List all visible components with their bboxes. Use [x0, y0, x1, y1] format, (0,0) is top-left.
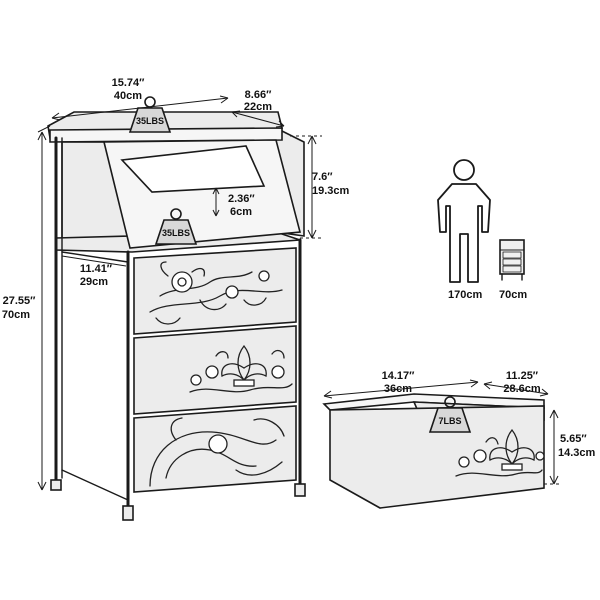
weight-badge-middle: 35LBS: [154, 208, 198, 245]
weight-badge-top: 35LBS: [128, 96, 172, 133]
front-panel-cutout: [120, 145, 266, 193]
weight-label-drawer: 7LBS: [438, 416, 461, 426]
drawer-height-in-label: 5.65″: [560, 433, 587, 445]
person-silhouette-icon: [437, 159, 491, 283]
drawer-width-cm-label: 36cm: [384, 383, 412, 395]
open-gap-in-label: 7.6″: [312, 171, 333, 183]
dim-rail: 2.36″ 6cm: [212, 187, 255, 218]
drawer-width-in-label: 14.17″: [382, 370, 416, 382]
foot-front: [122, 505, 134, 521]
dim-shelf-depth: 11.41″ 29cm: [61, 255, 127, 288]
dim-drawer-depth: 11.25″ 28.6cm: [483, 370, 549, 397]
mini-cabinet-icon: [499, 239, 525, 281]
foot-left: [50, 479, 62, 491]
fleur-de-lis-ornament-drawer-2: [189, 344, 293, 393]
shelf-depth-in-label: 11.41″: [80, 263, 113, 275]
drawer-height-cm-label: 14.3cm: [558, 447, 596, 459]
width-in-label: 15.74″: [112, 77, 146, 89]
dim-drawer-height: 5.65″ 14.3cm: [544, 409, 596, 485]
drawer-depth-in-label: 11.25″: [506, 370, 539, 382]
drawer-detail: [322, 393, 545, 509]
width-cm-label: 40cm: [114, 90, 142, 102]
dim-height: 27.55″ 70cm: [2, 125, 51, 491]
weight-label-middle: 35LBS: [162, 228, 190, 238]
shelf-depth-cm-label: 29cm: [80, 276, 108, 288]
height-in-label: 27.55″: [3, 295, 37, 307]
dim-drawer-width: 14.17″ 36cm: [323, 370, 479, 399]
cabinet-top-edge: [49, 127, 283, 143]
height-cm-label: 70cm: [2, 309, 30, 321]
person-height-label: 170cm: [448, 289, 482, 301]
foot-right: [294, 483, 306, 497]
fleur-de-lis-ornament-drawer-detail: [455, 428, 545, 477]
rail-cm-label: 6cm: [230, 206, 252, 218]
cabinet: [47, 111, 306, 521]
floral-ornament-drawer-1: [149, 261, 283, 325]
drawer-front-face: [329, 405, 545, 509]
dim-open-gap: 7.6″ 19.3cm: [290, 135, 350, 239]
leaf-ornament-drawer-3: [149, 417, 285, 487]
dim-width: 15.74″ 40cm: [51, 77, 229, 121]
depth-cm-label: 22cm: [244, 101, 272, 113]
drawer-1-front: [133, 247, 297, 335]
open-gap-cm-label: 19.3cm: [312, 185, 350, 197]
weight-label-top: 35LBS: [136, 116, 164, 126]
rail-in-label: 2.36″: [228, 193, 255, 205]
weight-badge-drawer: 7LBS: [428, 396, 472, 433]
unit-height-label: 70cm: [499, 289, 527, 301]
depth-in-label: 8.66″: [245, 89, 272, 101]
drawer-depth-cm-label: 28.6cm: [503, 383, 541, 395]
dim-depth: 8.66″ 22cm: [231, 89, 285, 128]
